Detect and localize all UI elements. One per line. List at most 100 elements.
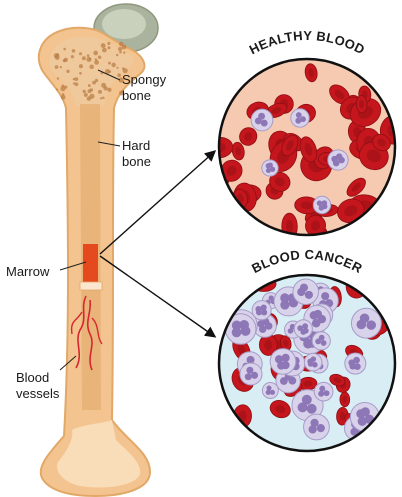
white-cell-nucleus-lobe [310, 356, 316, 362]
spongy-pore [119, 42, 124, 47]
marrow-label: Marrow [6, 264, 50, 279]
white-blood-cell [328, 150, 348, 170]
white-cell-nucleus-lobe [360, 313, 370, 323]
white-cell-body [262, 382, 278, 398]
white-cell-nucleus-lobe [318, 391, 324, 397]
white-cell-nucleus-lobe [266, 390, 271, 395]
white-cell-nucleus-lobe [353, 357, 360, 364]
spongy-pore [64, 58, 68, 62]
white-cell-nucleus-lobe [317, 200, 323, 206]
hard-bone-label: Hard [122, 138, 150, 153]
white-blood-cell [252, 301, 271, 320]
white-cell-nucleus-lobe [302, 395, 312, 405]
spongy-pore [95, 58, 97, 60]
spongy-pore [83, 90, 86, 93]
white-cell-nucleus-lobe [307, 404, 317, 414]
white-cell-nucleus-lobe [261, 305, 267, 311]
white-cell-body [314, 382, 333, 401]
white-cell-body [345, 353, 366, 374]
spongy-pore [79, 52, 82, 55]
white-cell-nucleus-lobe [266, 385, 271, 390]
white-cell-body [293, 279, 319, 305]
white-cell-body [304, 414, 330, 440]
blood-cancer-panel [219, 272, 395, 451]
spongy-pore [98, 90, 102, 94]
spongy-pore [73, 78, 75, 80]
white-cell-nucleus-lobe [261, 120, 268, 127]
white-cell-nucleus-lobe [255, 306, 261, 312]
spongy-pore [93, 51, 98, 56]
white-cell-nucleus-lobe [314, 310, 323, 319]
spongy-pore [92, 81, 96, 85]
spongy-pore [123, 51, 125, 53]
spongy-pore [55, 65, 59, 69]
spongy-pore [107, 88, 111, 92]
spongy-pore [101, 83, 106, 88]
spongy-pore [61, 95, 66, 100]
spongy-pore [116, 67, 118, 69]
white-blood-cell [270, 349, 296, 375]
white-cell-nucleus-lobe [312, 319, 321, 328]
white-cell-body [251, 109, 273, 131]
spongy-pore [116, 54, 118, 56]
white-blood-cell [291, 109, 309, 127]
white-cell-body [262, 160, 278, 176]
white-blood-cell [351, 308, 381, 338]
blood-cancer-title: BLOOD CANCER [249, 247, 365, 276]
white-blood-cell [304, 414, 330, 440]
spongy-pore [57, 77, 59, 79]
white-blood-cell [313, 196, 330, 213]
spongy-pore [101, 43, 106, 48]
white-cell-nucleus-lobe [366, 320, 376, 330]
spongy-bone-label: Spongy [122, 72, 167, 87]
white-cell-nucleus-lobe [239, 320, 249, 330]
arrow-to-cancer [100, 256, 214, 336]
spongy-pore [88, 89, 92, 93]
white-cell-nucleus-lobe [361, 407, 370, 416]
white-cell-body [350, 402, 379, 431]
white-cell-body [240, 363, 262, 385]
spongy-pore [89, 65, 94, 70]
white-blood-cell [345, 353, 366, 374]
white-blood-cell [251, 109, 273, 131]
healthy-blood-panel [205, 59, 402, 240]
spongy-pore [73, 82, 75, 84]
spongy-pore [84, 93, 88, 97]
spongy-pore [71, 55, 74, 58]
spongy-pore [88, 84, 91, 87]
white-cell-nucleus-lobe [269, 295, 274, 300]
white-blood-cell [304, 353, 322, 371]
spongy-pore [87, 54, 90, 57]
healthy-blood-title: HEALTHY BLOOD [247, 28, 367, 57]
spongy-pore [111, 63, 116, 68]
spongy-pore [119, 51, 122, 54]
spongy-pore [118, 47, 122, 51]
white-cell-nucleus-lobe [300, 284, 308, 292]
white-blood-cell [293, 279, 319, 305]
spongy-pore [117, 73, 121, 77]
white-cell-body [313, 196, 330, 213]
spongy-pore [55, 55, 60, 60]
white-cell-body [351, 308, 381, 338]
white-cell-nucleus-lobe [319, 335, 325, 341]
red-blood-cell [340, 392, 350, 407]
marrow-region [83, 244, 98, 282]
bone-head-cap-highlight [102, 9, 146, 39]
white-blood-cell [240, 363, 262, 385]
white-cell-nucleus-lobe [321, 340, 327, 346]
white-cell-body [328, 150, 348, 170]
white-cell-nucleus-lobe [319, 386, 325, 392]
spongy-pore [63, 48, 66, 51]
white-cell-nucleus-lobe [321, 292, 329, 300]
white-cell-body [294, 320, 312, 338]
white-cell-nucleus-lobe [245, 373, 252, 380]
white-cell-nucleus-lobe [305, 291, 313, 299]
white-blood-cell [262, 382, 278, 398]
arrows [100, 152, 214, 336]
spongy-pore [66, 70, 69, 73]
spongy-pore [56, 88, 58, 90]
white-cell-body [304, 353, 322, 371]
spongy-pore [107, 42, 110, 45]
spongy-pore [72, 49, 76, 53]
